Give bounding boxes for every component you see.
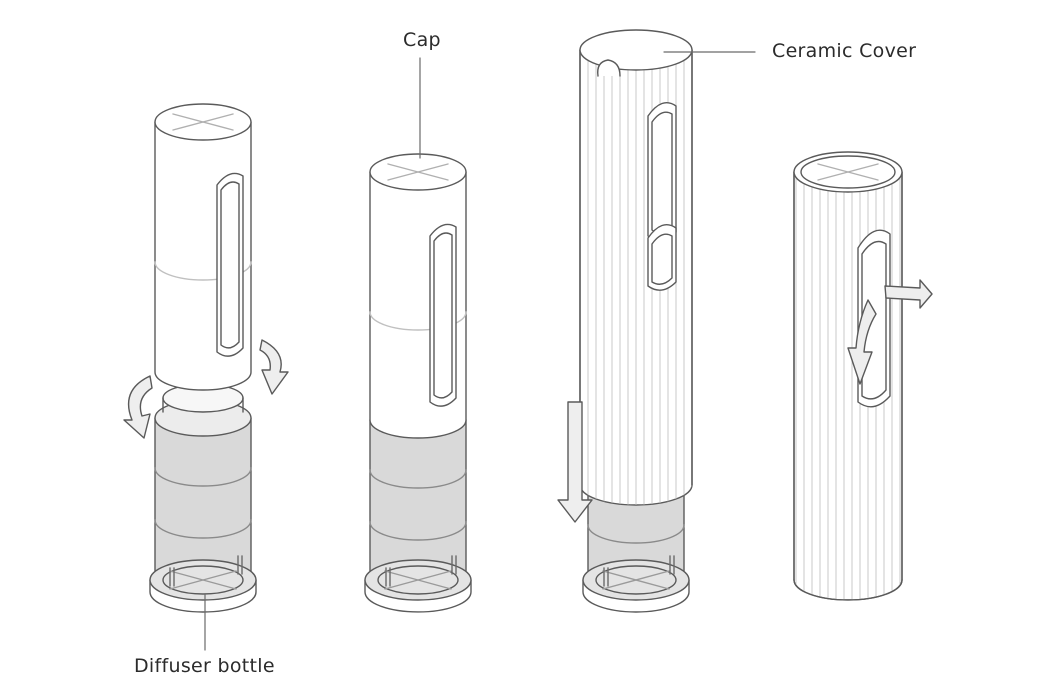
ceramic-cover-2 [793, 151, 903, 601]
slide-down-arrow-icon [557, 401, 593, 523]
diffuser-bottle-1 [149, 383, 257, 613]
rotate-arrow-right-icon [259, 339, 289, 395]
callout-lines [204, 51, 756, 651]
cap-1 [154, 103, 252, 391]
rotate-arrow-icon [847, 279, 933, 385]
diffuser-bottle-label: Diffuser bottle [134, 655, 275, 677]
cap-2 [369, 153, 467, 439]
diffuser-bottle-3 [582, 489, 690, 613]
rotate-arrow-left-icon [123, 375, 153, 439]
ceramic-cover-1 [579, 29, 693, 506]
cap-label: Cap [403, 29, 441, 51]
figure-2-cap-mounted [364, 153, 472, 613]
figure-1-cap-detached [123, 103, 289, 613]
figure-4-ceramic-cover-mounted [793, 151, 933, 601]
figure-3-ceramic-cover-sliding [557, 29, 693, 613]
ceramic-cover-label: Ceramic Cover [772, 40, 917, 62]
diffuser-bottle-2 [364, 419, 472, 613]
